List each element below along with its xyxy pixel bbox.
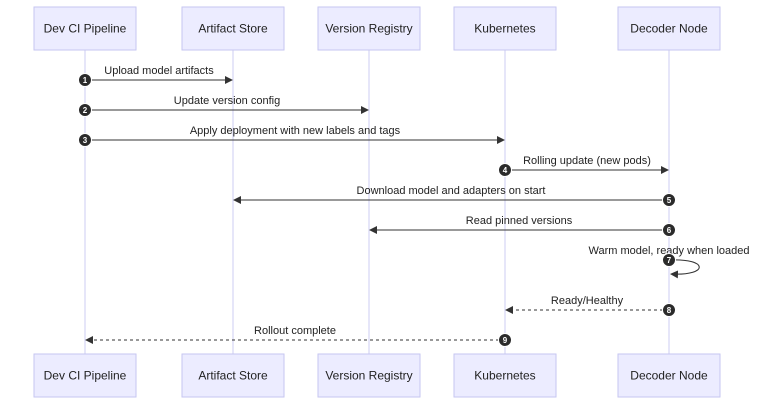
sequence-number: 9 [503,336,508,345]
participant-decoder-bottom: Decoder Node [617,353,721,398]
participant-label: Dev CI Pipeline [44,369,127,383]
participant-label: Kubernetes [474,369,535,383]
participant-box [453,6,557,51]
participant-registry-bottom: Version Registry [317,353,421,398]
message-label: Ready/Healthy [551,295,624,307]
message-label: Upload model artifacts [104,65,214,77]
sequence-number-badge [498,163,512,177]
participant-box [317,353,421,398]
participant-k8s-bottom: Kubernetes [453,353,557,398]
participant-decoder-top: Decoder Node [617,6,721,51]
participant-label: Decoder Node [630,369,708,383]
message-4: Rolling update (new pods) 4 [498,155,669,177]
sequence-number: 8 [667,306,672,315]
message-arrow [668,259,700,279]
participant-label: Artifact Store [198,22,268,36]
message-6: Read pinned versions 6 [369,215,676,237]
participant-ci-top: Dev CI Pipeline [33,6,137,51]
lifelines [84,50,670,354]
sequence-number: 1 [83,76,88,85]
participant-box [33,6,137,51]
message-label: Update version config [174,95,280,107]
participant-label: Kubernetes [474,22,535,36]
participant-label: Version Registry [325,22,412,36]
sequence-number-badge [78,133,92,147]
sequence-number: 5 [667,196,672,205]
message-8: Ready/Healthy 8 [505,295,676,317]
message-label: Rollout complete [254,325,336,337]
participant-label: Artifact Store [198,369,268,383]
message-2: Update version config 2 [78,95,369,117]
message-5: Download model and adapters on start 5 [233,185,676,207]
sequence-number-badge [662,303,676,317]
sequence-number-badge [78,103,92,117]
sequence-number: 6 [667,226,672,235]
sequence-number-badge [662,223,676,237]
participant-registry-top: Version Registry [317,6,421,51]
participant-box [317,6,421,51]
message-label: Warm model, ready when loaded [588,245,749,257]
sequence-number: 4 [503,166,508,175]
participant-ci-bottom: Dev CI Pipeline [33,353,137,398]
sequence-number: 7 [667,256,672,265]
message-3: Apply deployment with new labels and tag… [78,125,505,147]
message-9: Rollout complete 9 [85,325,512,347]
participant-box [33,353,137,398]
sequence-number: 2 [83,106,88,115]
message-label: Apply deployment with new labels and tag… [190,125,401,137]
message-label: Read pinned versions [466,215,573,227]
sequence-number-badge [662,253,676,267]
message-1: Upload model artifacts 1 [78,65,233,87]
sequence-number-badge [498,333,512,347]
participant-k8s-top: Kubernetes [453,6,557,51]
sequence-number-badge [78,73,92,87]
message-label: Rolling update (new pods) [523,155,651,167]
message-label: Download model and adapters on start [357,185,546,197]
participant-label: Decoder Node [630,22,708,36]
participant-label: Version Registry [325,369,412,383]
participant-artifact-bottom: Artifact Store [181,353,285,398]
participant-box [181,353,285,398]
sequence-number-badge [662,193,676,207]
participant-box [617,353,721,398]
participant-artifact-top: Artifact Store [181,6,285,51]
participant-box [617,6,721,51]
participant-box [453,353,557,398]
participant-box [181,6,285,51]
sequence-number: 3 [83,136,88,145]
participant-label: Dev CI Pipeline [44,22,127,36]
